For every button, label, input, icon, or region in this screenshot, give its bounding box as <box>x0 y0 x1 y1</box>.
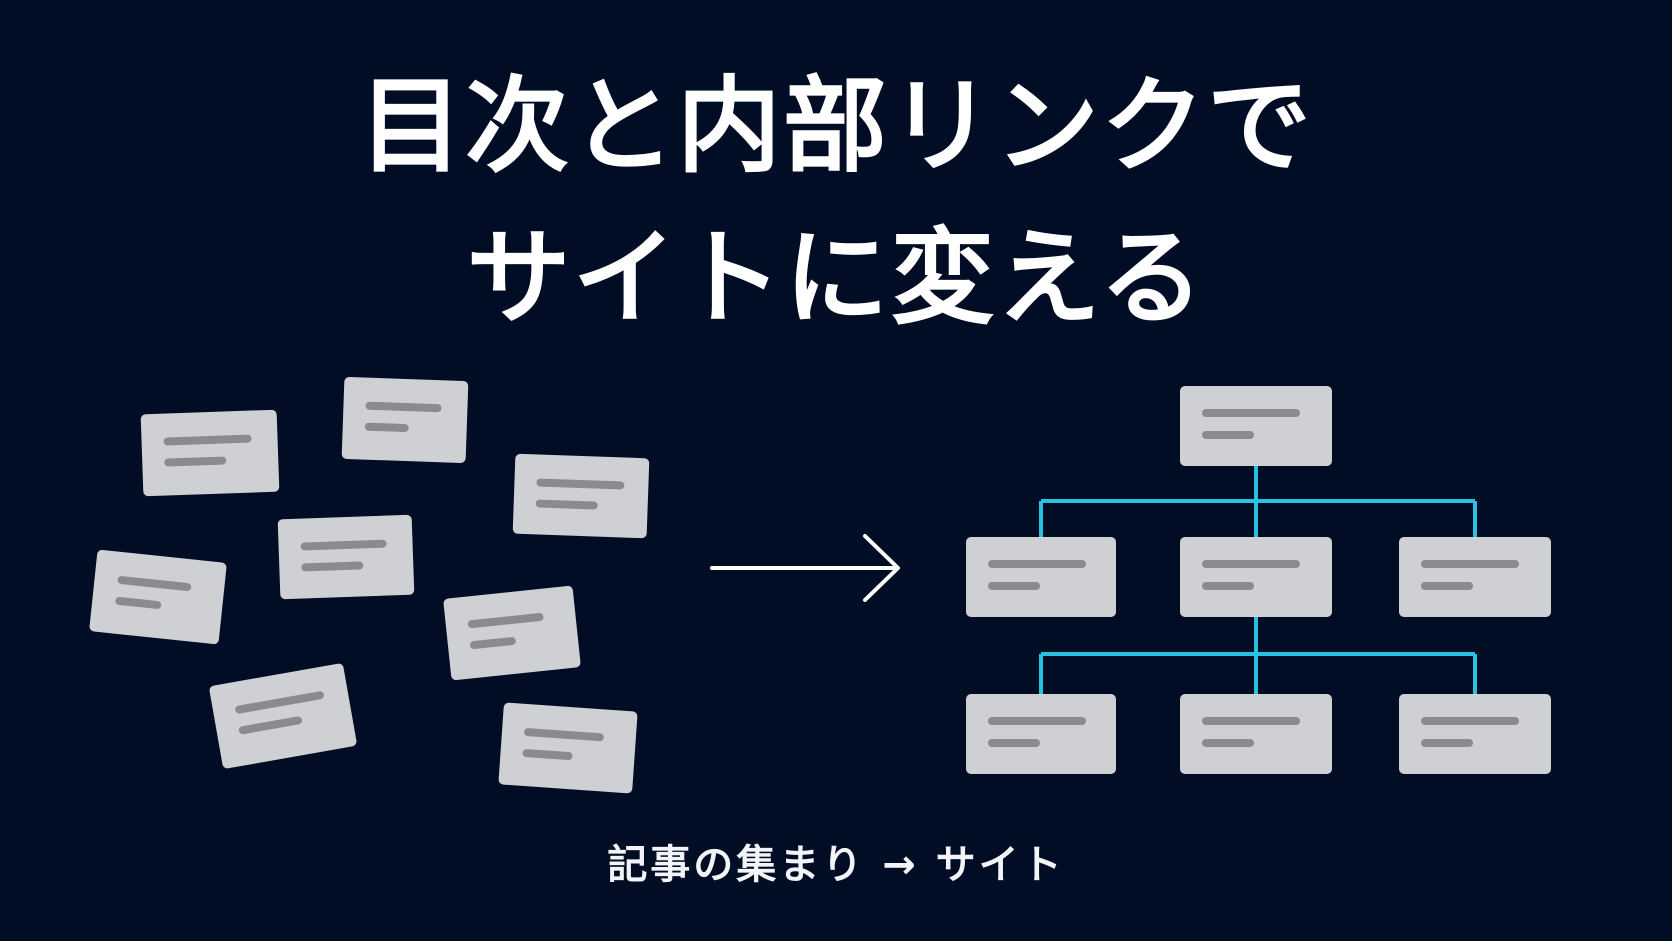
tree-card-level2 <box>966 537 1116 617</box>
title-line-2: サイトに変える <box>466 217 1206 339</box>
scattered-card <box>512 453 650 539</box>
site-tree <box>966 386 1551 774</box>
scattered-card <box>443 585 581 681</box>
scattered-card <box>277 514 415 600</box>
scattered-cards <box>89 377 650 794</box>
tree-card-level2 <box>1180 537 1332 617</box>
tree-connectors <box>1039 466 1477 694</box>
scattered-card <box>140 409 280 497</box>
tree-card-level3 <box>1180 694 1332 774</box>
scattered-card <box>498 702 638 794</box>
scattered-card <box>209 663 357 769</box>
tree-card-level3 <box>966 694 1116 774</box>
tree-card-level2 <box>1399 537 1551 617</box>
title-line-1: 目次と内部リンクで <box>358 65 1313 187</box>
scattered-card <box>341 377 469 463</box>
right-arrow-icon <box>710 534 900 602</box>
scattered-card <box>89 549 227 645</box>
caption: 記事の集まり → サイト <box>607 842 1065 888</box>
tree-card-level3 <box>1399 694 1551 774</box>
tree-card-root <box>1180 386 1332 466</box>
